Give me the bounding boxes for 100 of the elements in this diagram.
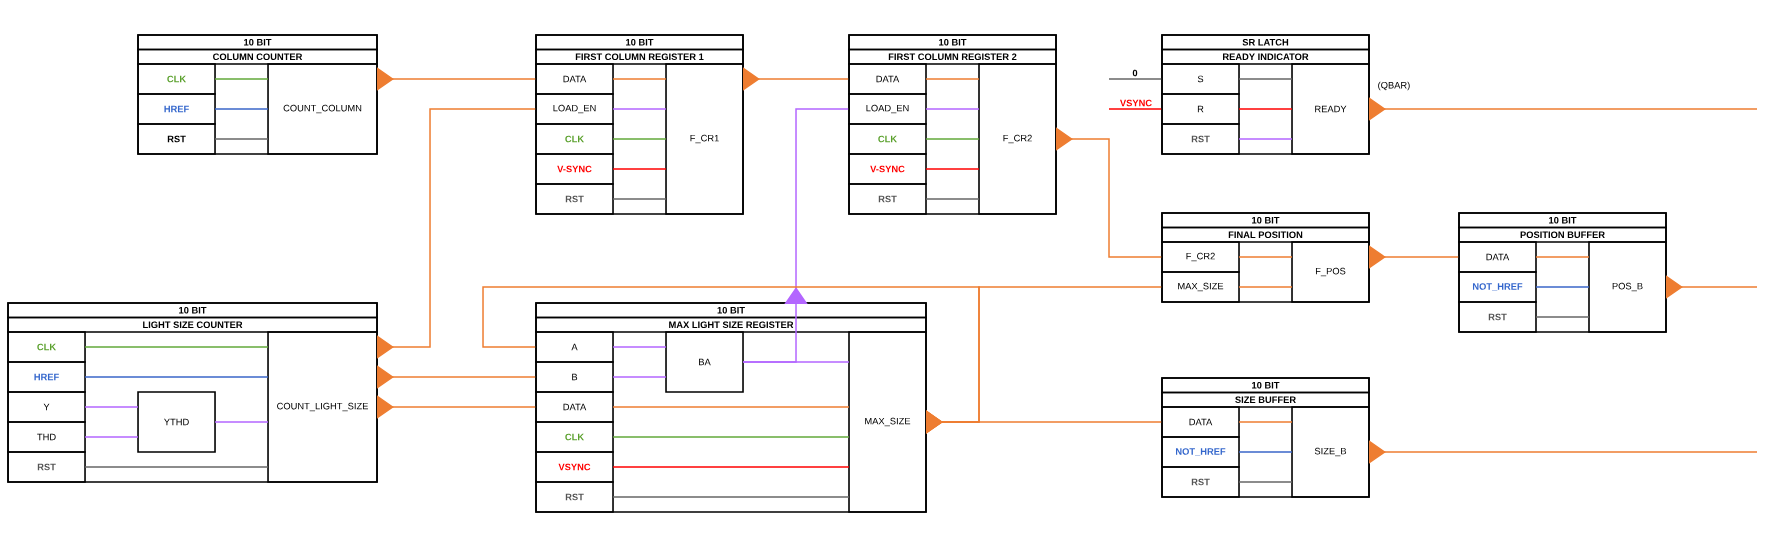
wire [612,346,667,348]
pin-box: RST [7,451,86,483]
pin-box: RST [1458,301,1537,333]
output-box: F_CR2 [978,63,1057,215]
wire [214,138,269,140]
pin-box: HREF [7,361,86,393]
pin-box: DATA [848,63,927,95]
edge-label: VSYNC [1118,98,1154,108]
wire [1535,286,1590,288]
pin-box: S [1161,63,1240,95]
wire [612,198,667,200]
block-header: MAX LIGHT SIZE REGISTER [535,316,927,333]
wire [1535,256,1590,258]
wire [1238,421,1293,423]
wire [1535,316,1590,318]
pin-box: NOT_HREF [1458,271,1537,303]
block-header: POSITION BUFFER [1458,226,1667,243]
block-header: FINAL POSITION [1161,226,1370,243]
wire [612,138,667,140]
output-box: F_CR1 [665,63,744,215]
wire [1238,256,1293,258]
wire [84,346,269,348]
block-header: 10 BIT [848,34,1057,51]
block-header: 10 BIT [535,34,744,51]
arrow [1055,127,1162,258]
wire [1238,481,1293,483]
wire [925,168,980,170]
pin-box: Y [7,391,86,423]
pin-box: B [535,361,614,393]
pin-box: MAX_SIZE [1161,271,1240,303]
pin-box: RST [535,183,614,215]
wire [84,466,269,468]
wire [1238,286,1293,288]
output-box: SIZE_B [1291,406,1370,498]
wire [925,78,980,80]
pin-box: NOT_HREF [1161,436,1240,468]
pin-box: CLK [535,123,614,155]
pin-box: DATA [535,391,614,423]
wire [612,168,667,170]
block-header: 10 BIT [137,34,378,51]
pin-box: CLK [848,123,927,155]
output-box: COUNT_COLUMN [267,63,378,155]
pin-box: DATA [1458,241,1537,273]
pin-box: RST [1161,123,1240,155]
block-header: 10 BIT [1161,377,1370,394]
wire [1108,108,1162,110]
wire [84,376,269,378]
wire [214,421,269,423]
output-box: MAX_SIZE [848,331,927,513]
wire [1238,138,1293,140]
pin-box: RST [535,481,614,513]
pin-box: RST [1161,466,1240,498]
pin-box: CLK [137,63,216,95]
wire [612,78,667,80]
pin-box: VSYNC [535,451,614,483]
block-header: READY INDICATOR [1161,48,1370,65]
pin-box: F_CR2 [1161,241,1240,273]
block-header: FIRST COLUMN REGISTER 1 [535,48,744,65]
wire [612,406,850,408]
edge-label: 0 [1131,68,1139,78]
wire [214,78,269,80]
pin-box: LOAD_EN [535,93,614,125]
wire [84,406,139,408]
wire [214,108,269,110]
block-header: LIGHT SIZE COUNTER [7,316,378,333]
logic-box: BA [665,331,744,393]
wire [925,138,980,140]
wire [1108,78,1162,80]
pin-box: R [1161,93,1240,125]
wire [1238,78,1293,80]
output-box: F_POS [1291,241,1370,303]
wire [925,198,980,200]
output-box: POS_B [1588,241,1667,333]
block-header: FIRST COLUMN REGISTER 2 [848,48,1057,65]
pin-box: DATA [1161,406,1240,438]
block-header: COLUMN COUNTER [137,48,378,65]
wire [1238,108,1293,110]
block-header: SR LATCH [1161,34,1370,51]
pin-box: THD [7,421,86,453]
block-header: SIZE BUFFER [1161,391,1370,408]
pin-box: V-SYNC [535,153,614,185]
pin-box: A [535,331,614,363]
block-header: 10 BIT [535,302,927,319]
wire [612,496,850,498]
pin-box: DATA [535,63,614,95]
pin-box: CLK [535,421,614,453]
arrow [742,108,849,363]
block-header: 10 BIT [1458,212,1667,229]
logic-box: YTHD [137,391,216,453]
wire [925,108,980,110]
wire [612,376,667,378]
pin-box: RST [137,123,216,155]
block-header: 10 BIT [7,302,378,319]
wire [612,436,850,438]
block-header: 10 BIT [1161,212,1370,229]
wire [84,436,139,438]
pin-box: V-SYNC [848,153,927,185]
output-box: READY [1291,63,1370,155]
edge-label: (QBAR) [1376,80,1412,92]
output-box: COUNT_LIGHT_SIZE [267,331,378,483]
